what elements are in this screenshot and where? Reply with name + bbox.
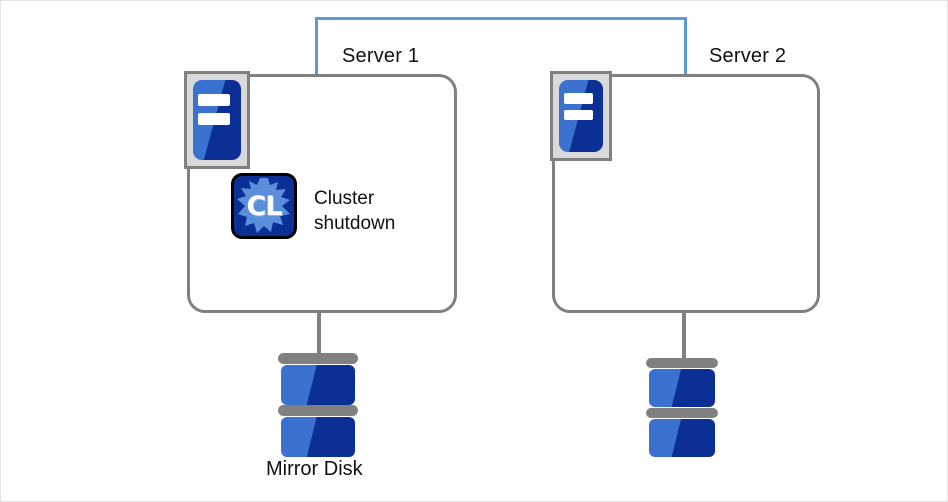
disk-platter-upper <box>648 369 716 407</box>
cluster-bracket-left-leg <box>315 17 318 75</box>
cluster-shutdown-icon[interactable]: CL <box>231 173 297 239</box>
server-2-machine-icon <box>550 71 612 161</box>
server-machine-slot-bottom <box>563 109 593 121</box>
disk-platter-lower <box>281 417 355 457</box>
cluster-shutdown-label-line-1: Cluster <box>314 188 375 209</box>
server-1-machine-icon <box>184 71 250 169</box>
cluster-shutdown-label-line-2: shutdown <box>314 213 396 234</box>
disk-bar-middle <box>646 408 718 418</box>
server-machine-body <box>559 80 603 152</box>
disk-bar-top <box>646 358 718 368</box>
cluster-splash-icon <box>237 178 290 233</box>
cluster-shutdown-label: Cluster shutdown <box>314 186 395 236</box>
server-1-label: Server 1 <box>342 45 420 67</box>
server-1-disk-stack <box>278 353 358 457</box>
server-2-label: Server 2 <box>709 45 787 67</box>
disk-platter-upper <box>281 365 355 405</box>
mirror-disk-label: Mirror Disk <box>266 458 363 480</box>
server-2-disk-connector <box>682 313 686 363</box>
disk-platter-lower <box>648 419 716 457</box>
cluster-shutdown-icon-text: CL <box>246 190 282 222</box>
server-machine-body <box>193 80 241 160</box>
server-2-box <box>552 74 820 313</box>
disk-bar-middle <box>278 405 358 416</box>
cluster-bracket-horizontal <box>315 17 687 20</box>
server-1-disk-connector <box>317 313 321 359</box>
server-machine-slot-top <box>563 92 593 104</box>
cluster-bracket-right-leg <box>684 17 687 75</box>
server-2-disk-stack <box>646 358 718 457</box>
cluster-shutdown-icon-inner: CL <box>234 176 294 236</box>
disk-bar-top <box>278 353 358 364</box>
server-machine-slot-top <box>198 94 230 107</box>
server-machine-slot-bottom <box>198 112 230 125</box>
